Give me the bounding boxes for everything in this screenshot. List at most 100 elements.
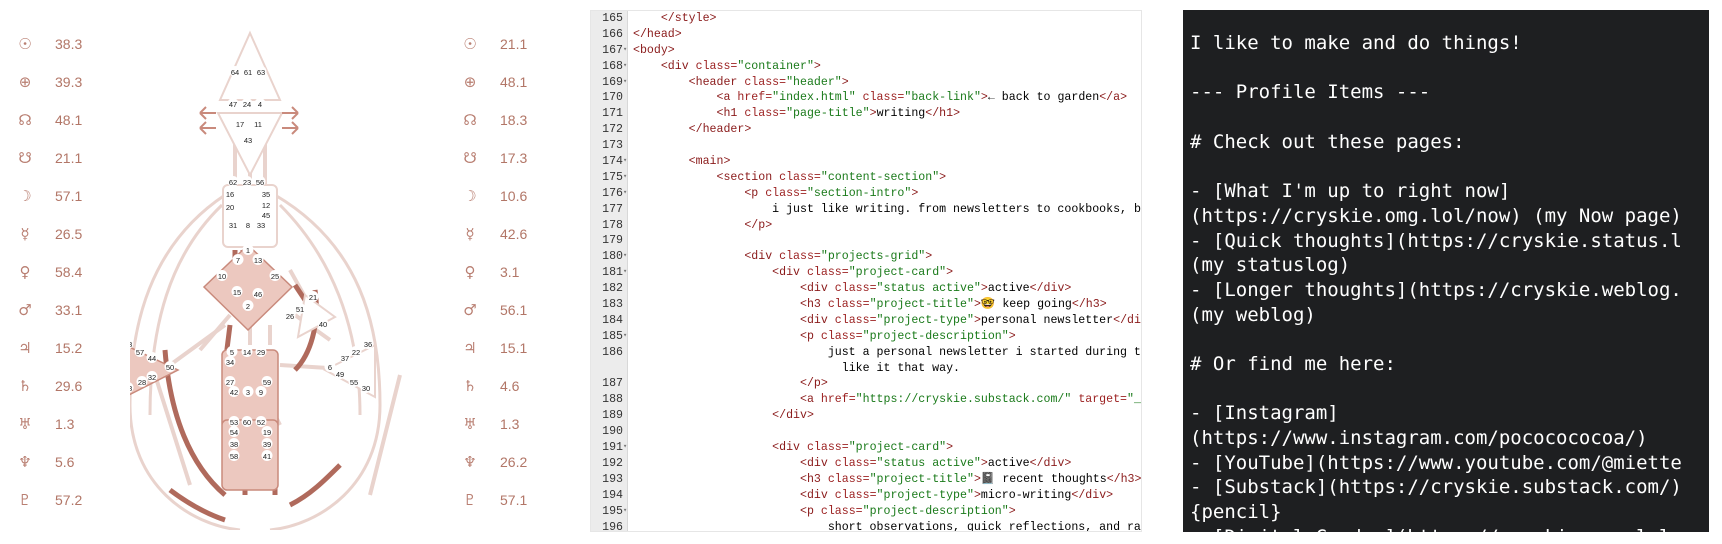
code-token (633, 473, 800, 486)
code-line[interactable]: 191▾ <div class="project-card"> (591, 440, 1141, 456)
code-line[interactable]: 188 <a href="https://cryskie.substack.co… (591, 392, 1141, 408)
code-line[interactable]: 176▾ <p class="section-intro"> (591, 186, 1141, 202)
line-number: 174 (602, 155, 623, 169)
code-token: <div (660, 59, 696, 73)
fold-toggle-icon[interactable]: ▾ (623, 172, 628, 181)
fold-toggle-icon[interactable]: ▾ (623, 331, 628, 340)
code-line[interactable]: 181▾ <div class="project-card"> (591, 265, 1141, 281)
line-number: 176 (602, 186, 623, 200)
neptune-icon: ♆ (463, 453, 477, 471)
code-line[interactable]: 182 <div class="status active">active</d… (591, 281, 1141, 297)
planet-row: ♇57.2 (15, 482, 125, 520)
code-token: class= (695, 59, 738, 73)
arrow-right-icon (282, 121, 299, 135)
code-line[interactable]: 194 <div class="project-type">micro-writ… (591, 488, 1141, 504)
line-number: 165 (602, 12, 623, 25)
code-token: </div> (772, 409, 814, 423)
code-line[interactable]: 187 </p> (591, 376, 1141, 392)
fold-toggle-icon[interactable]: ▾ (623, 188, 628, 197)
line-number: 189 (602, 409, 623, 423)
code-token: <a (799, 393, 821, 407)
code-line[interactable]: 168▾ <div class="container"> (591, 59, 1141, 75)
code-line[interactable]: 172 </header> (591, 122, 1141, 138)
code-line[interactable]: 189 </div> (591, 408, 1141, 424)
north-node-icon: ☊ (463, 111, 477, 129)
fold-toggle-icon[interactable]: ▾ (623, 443, 628, 452)
gate-marker (261, 438, 273, 449)
gate-marker (254, 98, 266, 109)
code-token: > (841, 75, 849, 89)
line-number: 168 (602, 59, 623, 73)
code-token: active (987, 282, 1030, 296)
code-line[interactable]: 166</head> (591, 27, 1141, 43)
terminal-line (1190, 327, 1682, 352)
fold-toggle-icon[interactable]: ▾ (623, 252, 628, 261)
gate-marker (241, 98, 253, 109)
planet-gate-value: 39.3 (55, 74, 83, 90)
south-node-icon: ☋ (463, 149, 477, 167)
line-number: 175 (602, 170, 623, 184)
gate-label: 51 (296, 305, 304, 314)
fold-toggle-icon[interactable]: ▾ (623, 45, 628, 54)
code-line[interactable]: 183 <h3 class="project-title">🤓 keep goi… (591, 297, 1141, 313)
code-line[interactable]: 165 </style> (591, 11, 1141, 27)
fold-toggle-icon[interactable]: ▾ (623, 268, 628, 277)
code-content[interactable]: 165 </style>166</head>167▾<body>168▾ <di… (591, 11, 1141, 532)
code-line[interactable]: 185▾ <p class="project-description"> (591, 329, 1141, 345)
fold-toggle-icon[interactable]: ▾ (623, 157, 628, 166)
code-line[interactable]: 180▾ <div class="projects-grid"> (591, 249, 1141, 265)
code-token: 🤓 keep going (980, 298, 1072, 312)
code-text: <body> (633, 43, 675, 59)
code-line[interactable]: 195▾ <p class="project-description"> (591, 504, 1141, 520)
code-text: just a personal newsletter i started dur… (633, 345, 1141, 361)
code-line[interactable]: 167▾<body> (591, 43, 1141, 59)
code-line[interactable]: 186 just a personal newsletter i started… (591, 345, 1141, 361)
gate-marker (348, 376, 360, 387)
channel-line (153, 374, 192, 486)
terminal-line: - [Instagram] (1190, 402, 1339, 425)
planet-gate-value: 26.2 (500, 454, 528, 470)
code-line[interactable]: 196 short observations, quick reflection… (591, 520, 1141, 532)
code-line[interactable]: 178 </p> (591, 218, 1141, 234)
gate-label: 64 (231, 68, 239, 77)
code-line[interactable]: 175▾ <section class="content-section"> (591, 170, 1141, 186)
code-token: > (973, 313, 981, 327)
planet-gate-value: 58.4 (55, 264, 83, 280)
code-token (633, 187, 744, 200)
code-line[interactable]: 190 (591, 424, 1141, 440)
code-token (633, 457, 800, 470)
gate-marker (227, 98, 239, 109)
code-line[interactable]: 177 i just like writing. from newsletter… (591, 202, 1141, 218)
code-line[interactable]: 192 <div class="status active">active</d… (591, 456, 1141, 472)
gate-label: 4 (258, 100, 262, 109)
code-line[interactable]: 171 <h1 class="page-title">writing</h1> (591, 106, 1141, 122)
code-text: <main> (633, 154, 731, 170)
fold-toggle-icon[interactable]: ▾ (623, 506, 628, 515)
gate-label: 31 (229, 221, 237, 230)
defined-channel (288, 463, 342, 508)
code-line[interactable]: like it that way. (591, 361, 1141, 377)
gate-marker (241, 416, 253, 427)
code-token: </p> (799, 377, 828, 391)
code-editor[interactable]: 165 </style>166</head>167▾<body>168▾ <di… (590, 10, 1142, 532)
gate-label: 59 (263, 378, 271, 387)
code-line[interactable]: 169▾ <header class="header"> (591, 75, 1141, 91)
code-token: <p (799, 329, 821, 343)
code-line[interactable]: 173 (591, 138, 1141, 154)
gate-marker (130, 382, 134, 393)
code-line[interactable]: 174▾ <main> (591, 154, 1141, 170)
code-line[interactable]: 179 (591, 233, 1141, 249)
terminal-line (1190, 377, 1682, 402)
gate-marker (252, 288, 264, 299)
terminal-line: {pencil} (1190, 501, 1282, 524)
code-token: href= (737, 91, 773, 105)
code-text: <a href="https://cryskie.substack.com/" … (633, 392, 1141, 408)
code-line[interactable]: 184 <div class="project-type">personal n… (591, 313, 1141, 329)
fold-toggle-icon[interactable]: ▾ (623, 77, 628, 86)
terminal-window[interactable]: I like to make and do things!--- Profile… (1183, 10, 1709, 532)
fold-toggle-icon[interactable]: ▾ (623, 61, 628, 70)
g-center (202, 243, 294, 332)
code-line[interactable]: 193 <h3 class="project-title">📓 recent t… (591, 472, 1141, 488)
code-line[interactable]: 170 <a href="index.html" class="back-lin… (591, 90, 1141, 106)
gate-label: 62 (229, 178, 237, 187)
